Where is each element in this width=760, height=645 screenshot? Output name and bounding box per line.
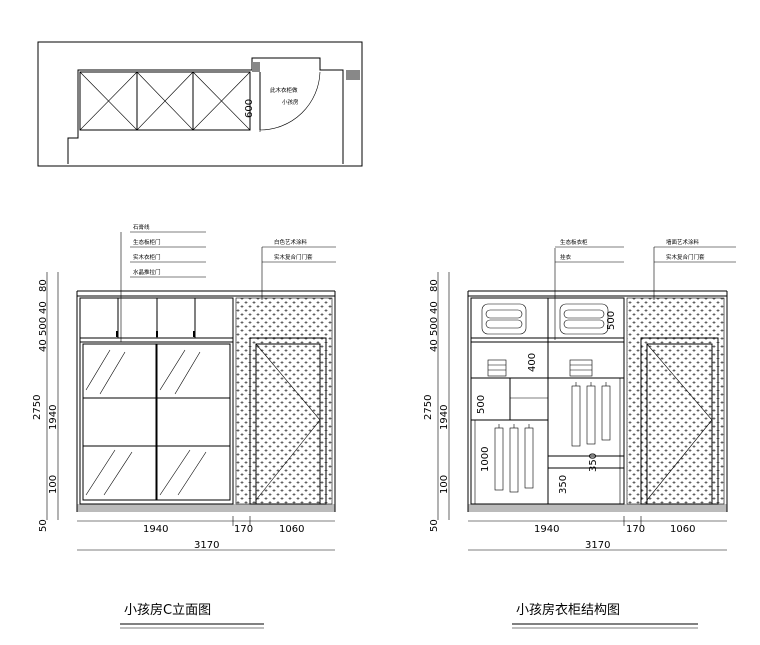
right-vdim-1940: 1940 [439,405,450,430]
left-vdim-80: 80 [38,279,49,292]
right-idim-350a: 350 [558,475,569,494]
left-vdim-500: 500 [38,317,49,336]
plan-note-2: 小孩房 [282,98,299,106]
right-title: 小孩房衣柜结构图 [516,602,620,618]
plan-dim-600: 600 [244,99,255,118]
textured-wall [626,297,725,505]
left-vdim-1940: 1940 [48,405,59,430]
left-hdim-1060: 1060 [279,524,304,535]
right-idim-500b: 500 [476,395,487,414]
left-vdim-40a: 40 [38,301,49,314]
left-vdim-100: 100 [48,475,59,494]
right-vdim-500: 500 [429,317,440,336]
hanging-clothes-lower [494,424,534,493]
right-vdim-2750: 2750 [423,395,434,420]
stack-left [487,359,507,377]
right-vdim-40a: 40 [429,301,440,314]
plan-column [346,70,360,80]
plan-outer-wall [37,41,363,167]
left-note-3: 实木衣柜门 [133,253,161,261]
left-hdim-170: 170 [234,524,253,535]
right-vdim-40b: 40 [429,339,440,352]
floor-strip [468,504,727,512]
plan-column-small [252,62,260,72]
right-note-2: 挂衣 [560,253,572,261]
right-hdim-170: 170 [626,524,645,535]
right-hdim-1940: 1940 [534,524,559,535]
left-hdim-total: 3170 [194,540,219,551]
right-vdim-50: 50 [429,519,440,532]
plan-door-swing [259,71,321,131]
right-note-right-1: 墙面艺术涂料 [666,238,700,246]
sliding-door-right [156,343,231,501]
left-note-2: 生态板柜门 [133,238,161,246]
left-elevation: 石膏线 生态板柜门 实木衣柜门 水晶推拉门 白色艺术涂料 实木复合门门套 80 … [32,223,336,629]
left-note-right-1: 白色艺术涂料 [274,238,308,246]
folded-clothes-right [559,303,609,335]
left-vdim-40b: 40 [38,339,49,352]
left-vdim-2750: 2750 [32,395,43,420]
right-vdim-80: 80 [429,279,440,292]
left-hdim-1940: 1940 [143,524,168,535]
door-leaf [255,343,321,505]
hanging-clothes-upper [571,382,611,447]
right-note-right-2: 实木复合门门套 [666,253,705,261]
right-hdim-1060: 1060 [670,524,695,535]
textured-wall [235,297,333,505]
folded-clothes-left [481,303,527,335]
stack-right [569,359,593,377]
right-hdim-total: 3170 [585,540,610,551]
floor-strip [77,504,335,512]
right-idim-500a: 500 [606,311,617,330]
floor-plan: 600 此木衣柜做 小孩房 [37,41,363,167]
right-idim-350b: 350 [588,453,599,472]
sliding-door-left [82,343,157,501]
right-note-1: 生态板衣柜 [560,238,588,246]
left-title: 小孩房C立面图 [124,602,211,618]
plan-wardrobe [79,71,251,131]
left-vdim-50: 50 [38,519,49,532]
right-elevation: 500 400 500 1000 350 350 生态板衣柜 挂衣 墙面艺术涂料… [423,238,736,629]
left-note-4: 水晶推拉门 [133,268,161,276]
left-note-right-2: 实木复合门门套 [274,253,313,261]
left-note-1: 石膏线 [133,223,150,231]
right-idim-1000: 1000 [480,447,491,472]
right-idim-400: 400 [527,353,538,372]
plan-note-1: 此木衣柜做 [270,86,298,94]
plan-inner-wall [67,57,344,164]
door-leaf [646,343,713,505]
right-vdim-100: 100 [439,475,450,494]
